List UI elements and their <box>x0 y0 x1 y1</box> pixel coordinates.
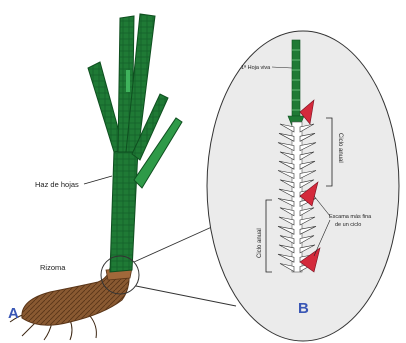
panel-letter-a: A <box>8 305 19 322</box>
leaves-pointer <box>84 176 112 184</box>
leaf-highlight <box>126 70 130 92</box>
zoom-line-top <box>134 226 214 262</box>
label-rizoma: Rizoma <box>40 263 66 272</box>
label-escama-line-1: Escama más fina <box>329 214 372 220</box>
label-haz-de-hojas: Haz de hojas <box>35 180 79 189</box>
panel-letter-b: B <box>298 300 309 317</box>
label-ciclo-anual-bottom: Ciclo anual <box>257 228 263 258</box>
label-primera-hoja-viva: 1ª Hoja viva <box>241 64 271 71</box>
zoom-line-bottom <box>136 286 236 306</box>
plant-panel-a: Haz de hojas Rizoma A <box>8 14 182 340</box>
label-escama-line-2: de un ciclo <box>335 222 361 228</box>
label-ciclo-anual-top: Ciclo anual <box>337 133 343 163</box>
leaf-sheath <box>110 150 138 272</box>
first-leaf-stem <box>292 40 300 116</box>
detail-panel-b: 1ª Hoja viva Ciclo anual Ciclo anual Esc… <box>207 31 399 341</box>
